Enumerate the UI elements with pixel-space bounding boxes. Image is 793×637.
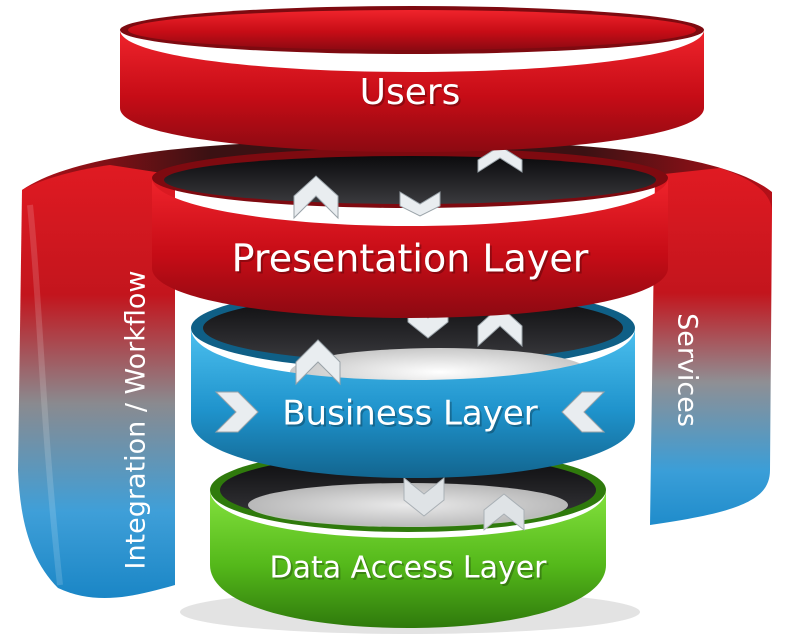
data-access-layer-label: Data Access Layer <box>269 551 547 586</box>
chevron-up-icon <box>293 175 339 220</box>
chevron-down-icon <box>399 191 441 217</box>
chevron-left-icon <box>561 391 606 433</box>
data-business-arrows <box>403 476 525 532</box>
presentation-layer-label-shadow: Presentation Layer <box>234 239 591 283</box>
integration-workflow-label: Integration / Workflow <box>121 270 152 569</box>
presentation-layer-ring: Presentation Layer Presentation Layer <box>152 148 668 318</box>
users-ring: Users Users <box>120 6 704 152</box>
data-access-layer-label-shadow: Data Access Layer <box>271 553 549 588</box>
chevron-right-icon <box>214 391 259 433</box>
services-label: Services <box>672 313 703 427</box>
chevron-up-icon <box>483 493 525 532</box>
users-label-shadow: Users <box>362 74 463 115</box>
business-layer-label: Business Layer <box>282 394 538 434</box>
users-label: Users <box>360 72 461 113</box>
left-band-segment <box>18 165 175 599</box>
right-band-segment <box>650 168 772 525</box>
chevron-up-icon <box>295 339 341 386</box>
users-presentation-arrows <box>293 145 523 220</box>
chevron-down-icon <box>403 476 445 517</box>
business-layer-label-shadow: Business Layer <box>284 396 540 436</box>
presentation-layer-label: Presentation Layer <box>232 237 589 281</box>
